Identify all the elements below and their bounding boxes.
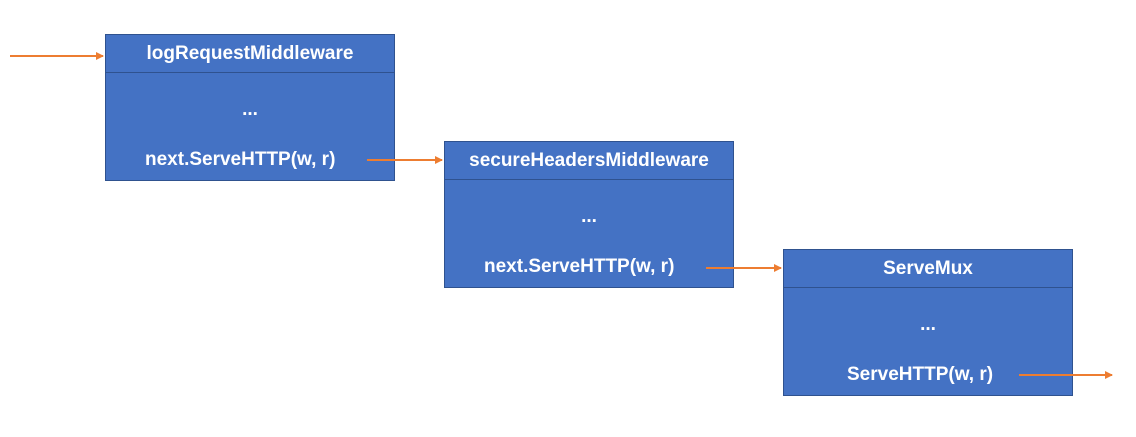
- box-body-ellipsis: ...: [581, 206, 597, 227]
- box-call-text: ServeHTTP(w, r): [847, 364, 994, 385]
- log-request-middleware-box: logRequestMiddleware ... next.ServeHTTP(…: [105, 34, 395, 181]
- box-title: secureHeadersMiddleware: [445, 142, 733, 180]
- box-call-text: next.ServeHTTP(w, r): [484, 256, 675, 277]
- box-call-text: next.ServeHTTP(w, r): [145, 149, 336, 170]
- box-body-ellipsis: ...: [920, 314, 936, 335]
- secure-headers-middleware-box: secureHeadersMiddleware ... next.ServeHT…: [444, 141, 734, 288]
- box-body-ellipsis: ...: [242, 99, 258, 120]
- box-title: logRequestMiddleware: [106, 35, 394, 73]
- box-title: ServeMux: [784, 250, 1072, 288]
- serve-mux-box: ServeMux ... ServeHTTP(w, r): [783, 249, 1073, 396]
